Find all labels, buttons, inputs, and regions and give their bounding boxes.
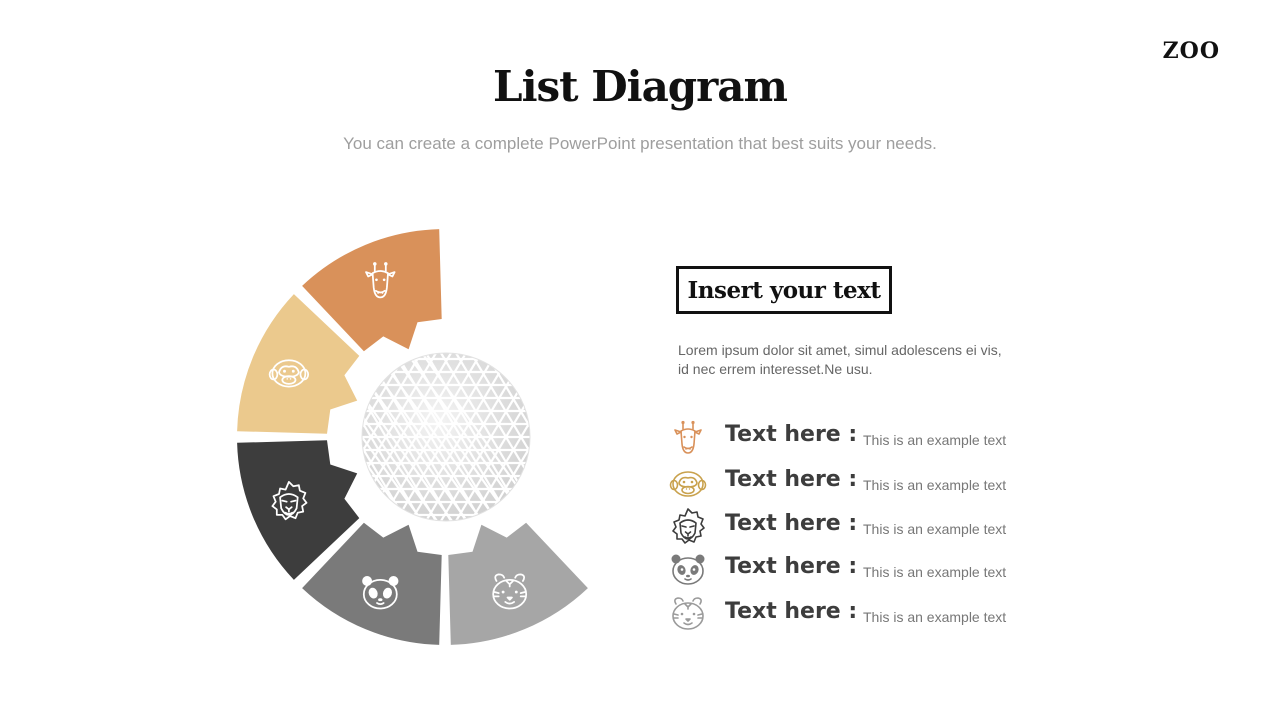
panda-icon [362,576,399,610]
item-label: Text here : [725,467,858,492]
lion-icon [271,481,308,521]
item-text: This is an example text [863,521,1007,537]
list-item: Text here : This is an example text [664,593,1044,637]
segment-monkey [237,294,360,434]
callout-heading: Insert your text [676,266,892,314]
item-label: Text here : [725,599,858,624]
item-text: This is an example text [863,477,1007,493]
list-item: Text here : This is an example text [664,461,1044,505]
segment-lion [237,440,360,580]
page-subtitle: You can create a complete PowerPoint pre… [343,134,937,153]
brand-logo: ZOO [1162,38,1220,64]
item-label: Text here : [725,511,858,536]
callout-body: Lorem ipsum dolor sit amet, simul adoles… [678,342,1002,377]
tiger-icon [492,573,528,610]
list-item: Text here : This is an example text [664,505,1044,549]
item-text: This is an example text [863,609,1007,625]
item-label: Text here : [725,554,858,579]
tiger-icon [672,597,704,630]
list-item: Text here : This is an example text [664,416,1044,460]
item-text: This is an example text [863,564,1007,580]
segment-giraffe [302,229,442,352]
monkey-icon [268,359,310,388]
lion-icon [672,508,705,544]
segment-panda [302,522,442,645]
giraffe-icon [674,420,702,454]
monkey-icon [669,471,707,497]
giraffe-icon [365,262,396,299]
item-text: This is an example text [863,432,1007,448]
segment-tiger [448,522,588,645]
page-title: List Diagram [493,62,788,111]
panda-icon [671,554,705,585]
list-item: Text here : This is an example text [664,548,1044,592]
item-label: Text here : [725,422,858,447]
